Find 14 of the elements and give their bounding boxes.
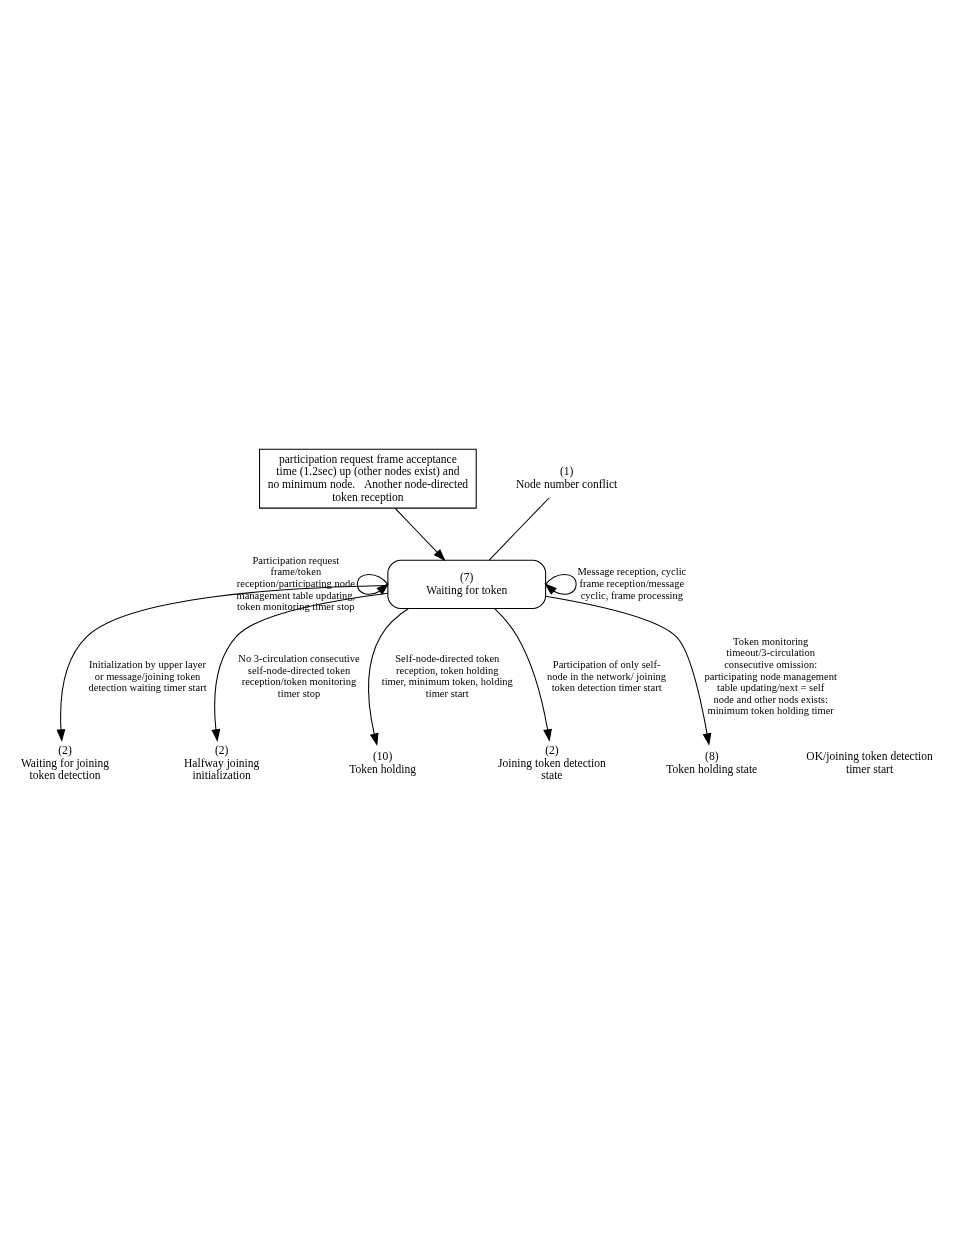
node-text: (2) Joining token detection state (498, 743, 606, 782)
node-text: (8) Token holding state (666, 749, 758, 776)
node-text: (1) Node number conflict (515, 464, 618, 491)
edge-label: No 3-circulation consecutive self-node-directed token reception/token monitoring timer stop (238, 652, 360, 699)
node-text: (10) Token holding (349, 749, 417, 776)
node-text: (2) Halfway joining initialization (184, 743, 260, 782)
edge-label: Self-node-directed token reception, token holding timer, minimum token, holding timer start (381, 652, 513, 699)
label: OK/joining token detection timer start (806, 749, 933, 776)
edge-label: Participation request frame/token reception/participating node management table updating, token monitoring timer stop (236, 554, 356, 612)
edge-label: Message reception, cyclic frame reception/message cyclic, frame processing (577, 565, 687, 601)
edge-label: Initialization by upper layer or message/joining token detection waiting timer start (88, 658, 207, 693)
edge-label: Token monitoring timeout/3-circulation consecutive omission: participating node management table updating/next = self node and other nods exists: minimum token holding timer (704, 635, 837, 716)
edge-label: Participation of only self-node in the network/ joining token detection timer start (547, 658, 667, 693)
node-text: (2) Waiting for joining token detection (20, 743, 110, 782)
